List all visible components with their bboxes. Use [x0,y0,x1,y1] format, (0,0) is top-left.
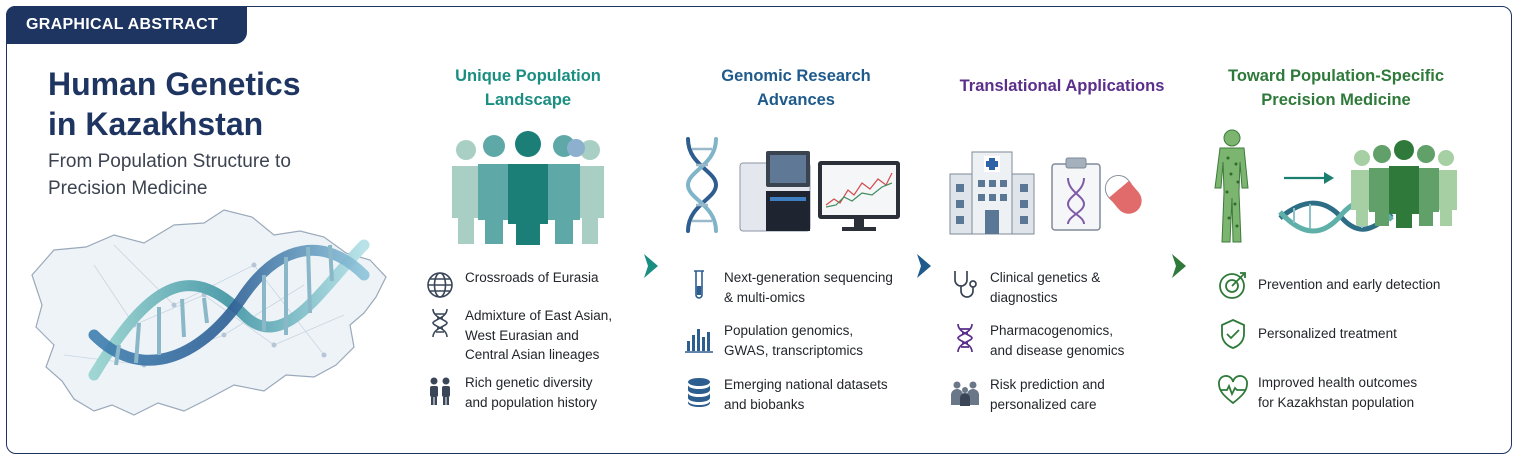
column-2-heading: Genomic Research Advances [721,67,871,109]
subtitle: From Population Structure to Precision M… [48,148,291,202]
dna-icon [432,308,448,338]
title-line-2: in Kazakhstan [48,106,264,142]
list-item: Improved health outcomes for Kazakhstan … [1216,373,1417,412]
heart-pulse-icon [1218,375,1248,405]
column-translational-applications: Translational Applications Clinical gene… [944,0,1180,465]
chevron-right-icon [644,254,658,278]
database-icon [688,378,710,407]
title-line-1: Human Genetics [48,66,301,102]
globe-icon [427,272,453,298]
personalized-medicine-illustration [1214,129,1457,243]
column-population-landscape: Unique Population Landscape Crossroads o… [418,0,638,465]
stethoscope-icon [954,271,977,298]
test-tube-icon [694,270,704,299]
list-item: Risk prediction and personalized care [948,375,1105,414]
people-icon [430,377,450,405]
list-item: Pharmacogenomics, and disease genomics [948,321,1124,360]
dna-icon [957,323,973,353]
column-precision-medicine: Toward Population-Specific Precision Med… [1200,0,1472,465]
subtitle-line-1: From Population Structure to [48,151,291,172]
graphical-abstract-tag: GRAPHICAL ABSTRACT [6,6,247,44]
list-item: Population genomics, GWAS, transcriptomi… [682,321,863,360]
list-item: Next-generation sequencing & multi-omics [682,268,893,307]
list-item: Clinical genetics & diagnostics [948,268,1100,307]
column-1-heading: Unique Population Landscape [455,67,601,109]
column-4-heading: Toward Population-Specific Precision Med… [1227,67,1445,109]
kazakhstan-outline [31,209,387,416]
column-3-heading: Translational Applications [959,77,1165,95]
hospital-prescription-illustration [949,151,1142,235]
sequencer-lab-illustration [685,137,900,233]
list-item: Admixture of East Asian, West Eurasian a… [423,306,612,365]
chevron-right-icon [1172,254,1186,278]
family-icon [951,381,979,406]
main-title: Human Genetics in Kazakhstan [48,64,301,144]
list-item: Crossroads of Eurasia [423,268,599,302]
list-item: Prevention and early detection [1216,268,1440,302]
shield-check-icon [1221,319,1245,349]
list-item: Personalized treatment [1216,317,1397,351]
target-icon [1219,272,1246,299]
bar-chart-icon [685,329,713,353]
list-item: Emerging national datasets and biobanks [682,375,888,414]
population-people-illustration [452,131,604,245]
kazakhstan-map-illustration [31,209,387,416]
list-item: Rich genetic diversity and population hi… [423,373,597,412]
column-genomic-research: Genomic Research Advances Next-generatio… [676,0,916,465]
subtitle-line-2: Precision Medicine [48,178,208,199]
chevron-right-icon [917,254,931,278]
